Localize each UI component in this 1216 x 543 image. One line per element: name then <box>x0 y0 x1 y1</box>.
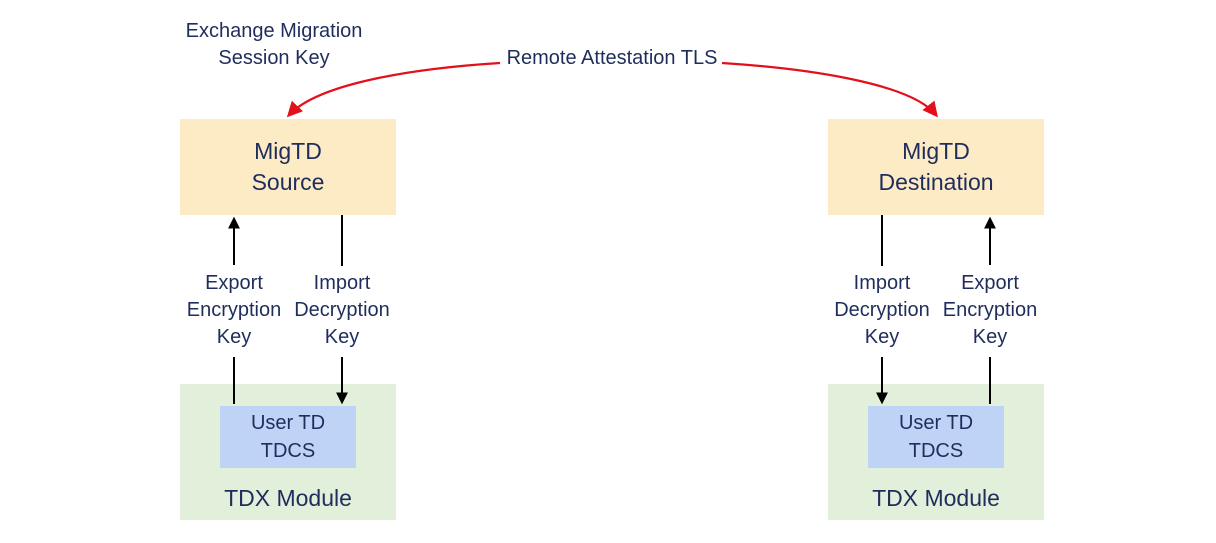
migtd-destination-title: MigTD <box>902 138 970 164</box>
destination-export-key-label: Export Encryption Key <box>935 270 1045 351</box>
tdx-module-source-box: User TD TDCS TDX Module <box>180 384 396 520</box>
source-import-key-line1: Import <box>313 272 371 294</box>
session-key-caption-line2: Session Key <box>218 47 330 69</box>
source-export-key-line2: Encryption <box>186 299 282 321</box>
source-export-key-line3: Key <box>216 326 252 348</box>
user-td-source-line2: TDCS <box>260 440 316 462</box>
session-key-caption-line1: Exchange Migration <box>185 20 363 42</box>
source-export-key-label: Export Encryption Key <box>179 270 289 351</box>
user-td-destination-line1: User TD <box>898 412 974 434</box>
destination-import-key-line3: Key <box>864 326 900 348</box>
destination-export-key-line3: Key <box>972 326 1008 348</box>
source-import-key-label: Import Decryption Key <box>287 270 397 351</box>
source-import-key-line2: Decryption <box>294 299 390 321</box>
user-td-destination-line2: TDCS <box>908 440 964 462</box>
destination-export-key-line1: Export <box>961 272 1019 294</box>
migtd-destination-box: MigTD Destination <box>828 119 1044 215</box>
user-td-destination-box: User TD TDCS <box>868 406 1004 468</box>
migtd-destination-subtitle: Destination <box>878 169 994 195</box>
migtd-source-title: MigTD <box>254 138 322 164</box>
tls-label: Remote Attestation TLS <box>490 45 734 72</box>
tls-arrow-to-destination <box>721 61 938 118</box>
tdx-module-destination-label: TDX Module <box>872 485 1000 511</box>
user-td-source-line1: User TD <box>250 412 326 434</box>
migtd-source-subtitle: Source <box>251 169 325 195</box>
source-import-key-line3: Key <box>324 326 360 348</box>
tdx-module-source-label: TDX Module <box>224 485 352 511</box>
destination-import-key-label: Import Decryption Key <box>826 270 938 351</box>
destination-import-key-line1: Import <box>853 272 911 294</box>
tdx-module-destination-box: User TD TDCS TDX Module <box>828 384 1044 520</box>
destination-import-key-line2: Decryption <box>834 299 930 321</box>
user-td-source-box: User TD TDCS <box>220 406 356 468</box>
migtd-source-box: MigTD Source <box>180 119 396 215</box>
destination-export-key-line2: Encryption <box>942 299 1038 321</box>
session-key-caption: Exchange Migration Session Key <box>164 18 384 72</box>
source-export-key-line1: Export <box>205 272 263 294</box>
